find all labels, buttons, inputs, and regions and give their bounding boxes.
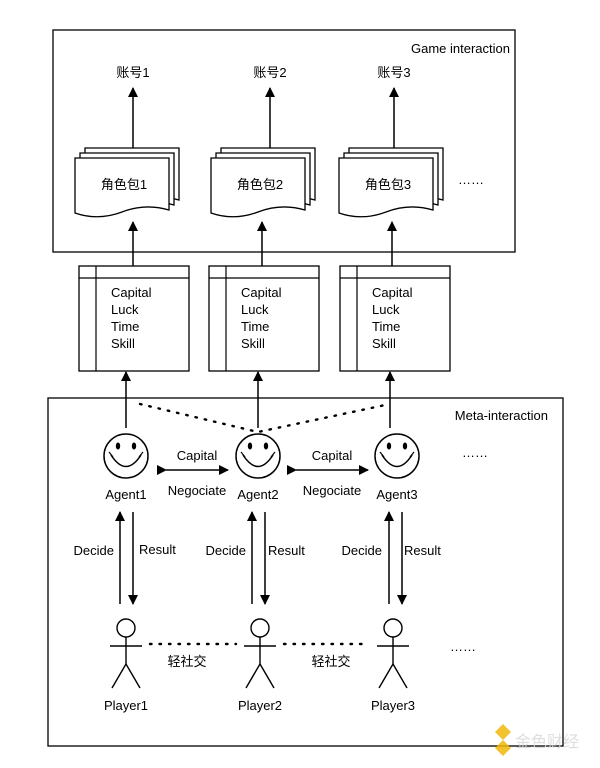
player-label-2: Player2 <box>238 698 282 713</box>
role-pack-1: 角色包1 <box>74 147 180 218</box>
game-interaction-title: Game interaction <box>411 41 510 56</box>
attribute-table-1: Capital Luck Time Skill <box>78 265 190 372</box>
role-pack-3: 角色包3 <box>338 147 444 218</box>
agent-label-3: Agent3 <box>376 487 417 502</box>
agent-label-1: Agent1 <box>105 487 146 502</box>
attr-luck: Luck <box>111 302 139 317</box>
meta-interaction-title: Meta-interaction <box>455 408 548 423</box>
role-pack-2: 角色包2 <box>210 147 316 218</box>
smiley-face-icon <box>235 433 281 479</box>
role-pack-label-3: 角色包3 <box>365 177 411 192</box>
smiley-face-icon <box>103 433 149 479</box>
result-label-2: Result <box>268 543 305 558</box>
role-pack-label-2: 角色包2 <box>237 177 283 192</box>
decide-label-2: Decide <box>206 543 246 558</box>
account-label-2: 账号2 <box>253 65 286 80</box>
attribute-table-3: Capital Luck Time Skill <box>339 265 451 372</box>
agent-label-2: Agent2 <box>237 487 278 502</box>
attr-time: Time <box>241 319 269 334</box>
players-ellipsis: …… <box>450 639 476 654</box>
attr-luck: Luck <box>372 302 400 317</box>
negotiate-bottom-label-2: Negociate <box>303 483 362 498</box>
social-link-label-1: 轻社交 <box>167 654 206 669</box>
watermark-text: 金色财经 <box>515 732 579 751</box>
player-label-1: Player1 <box>104 698 148 713</box>
role-packs-ellipsis: …… <box>458 172 484 187</box>
game-interaction-panel <box>52 29 516 253</box>
stick-figure-icon <box>377 618 409 689</box>
account-label-1: 账号1 <box>116 65 149 80</box>
attr-capital: Capital <box>372 285 413 300</box>
decide-label-1: Decide <box>74 543 114 558</box>
attr-skill: Skill <box>372 336 396 351</box>
watermark-logo-mark <box>495 724 511 756</box>
stick-figure-icon <box>244 618 276 689</box>
smiley-face-icon <box>374 433 420 479</box>
negotiate-bottom-label-1: Negociate <box>168 483 227 498</box>
stick-figure-icon <box>110 618 142 689</box>
attr-luck: Luck <box>241 302 269 317</box>
attr-time: Time <box>372 319 400 334</box>
attr-capital: Capital <box>111 285 152 300</box>
decide-label-3: Decide <box>342 543 382 558</box>
account-label-3: 账号3 <box>377 65 410 80</box>
attr-skill: Skill <box>241 336 265 351</box>
result-label-1: Result <box>139 542 176 557</box>
negotiate-top-label-1: Capital <box>177 448 218 463</box>
role-pack-label-1: 角色包1 <box>101 177 147 192</box>
attribute-table-2: Capital Luck Time Skill <box>208 265 320 372</box>
social-link-label-2: 轻社交 <box>311 654 350 669</box>
watermark-logo: 金色财经 <box>495 724 579 756</box>
negotiate-top-label-2: Capital <box>312 448 353 463</box>
player-label-3: Player3 <box>371 698 415 713</box>
attr-time: Time <box>111 319 139 334</box>
attr-skill: Skill <box>111 336 135 351</box>
dotted-connection-line <box>138 402 392 434</box>
attr-capital: Capital <box>241 285 282 300</box>
meta-interaction-panel <box>47 397 564 747</box>
agents-ellipsis: …… <box>462 445 488 460</box>
result-label-3: Result <box>404 543 441 558</box>
